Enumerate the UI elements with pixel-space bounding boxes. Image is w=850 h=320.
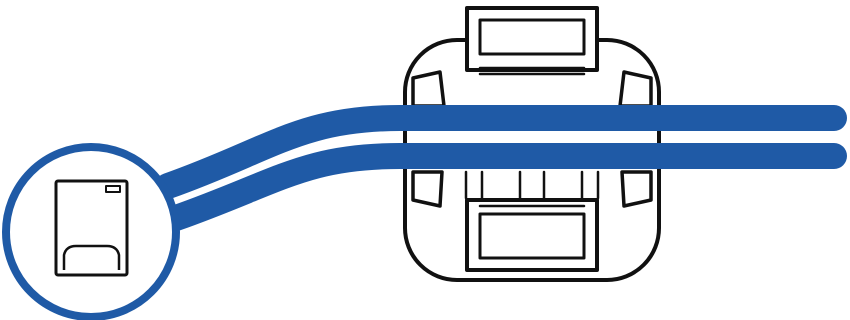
cable-upper <box>155 105 847 199</box>
ferrite-core-right-upper-hinge <box>618 70 653 108</box>
device-icon <box>54 179 129 277</box>
ferrite-core-right-lower-hinge <box>620 170 653 208</box>
cable-lower <box>163 143 847 231</box>
cable-icon <box>155 105 847 231</box>
ferrite-core-top-latch-inner <box>478 18 586 56</box>
device-callout-ring <box>2 143 180 320</box>
ferrite-core-left-upper-hinge <box>411 70 446 108</box>
device-port <box>62 244 121 270</box>
device-body <box>54 179 129 277</box>
ferrite-core-bottom-latch-inner <box>478 212 586 260</box>
ferrite-core-bottom-latch-ridge <box>478 198 586 208</box>
ferrite-core-left-lower-hinge <box>411 170 444 208</box>
ferrite-core-icon <box>403 6 661 282</box>
device-indicator <box>105 185 121 193</box>
ferrite-core-channel <box>464 170 600 200</box>
ferrite-core-top-latch-ridge <box>478 66 586 76</box>
device-callout-icon <box>2 143 180 320</box>
